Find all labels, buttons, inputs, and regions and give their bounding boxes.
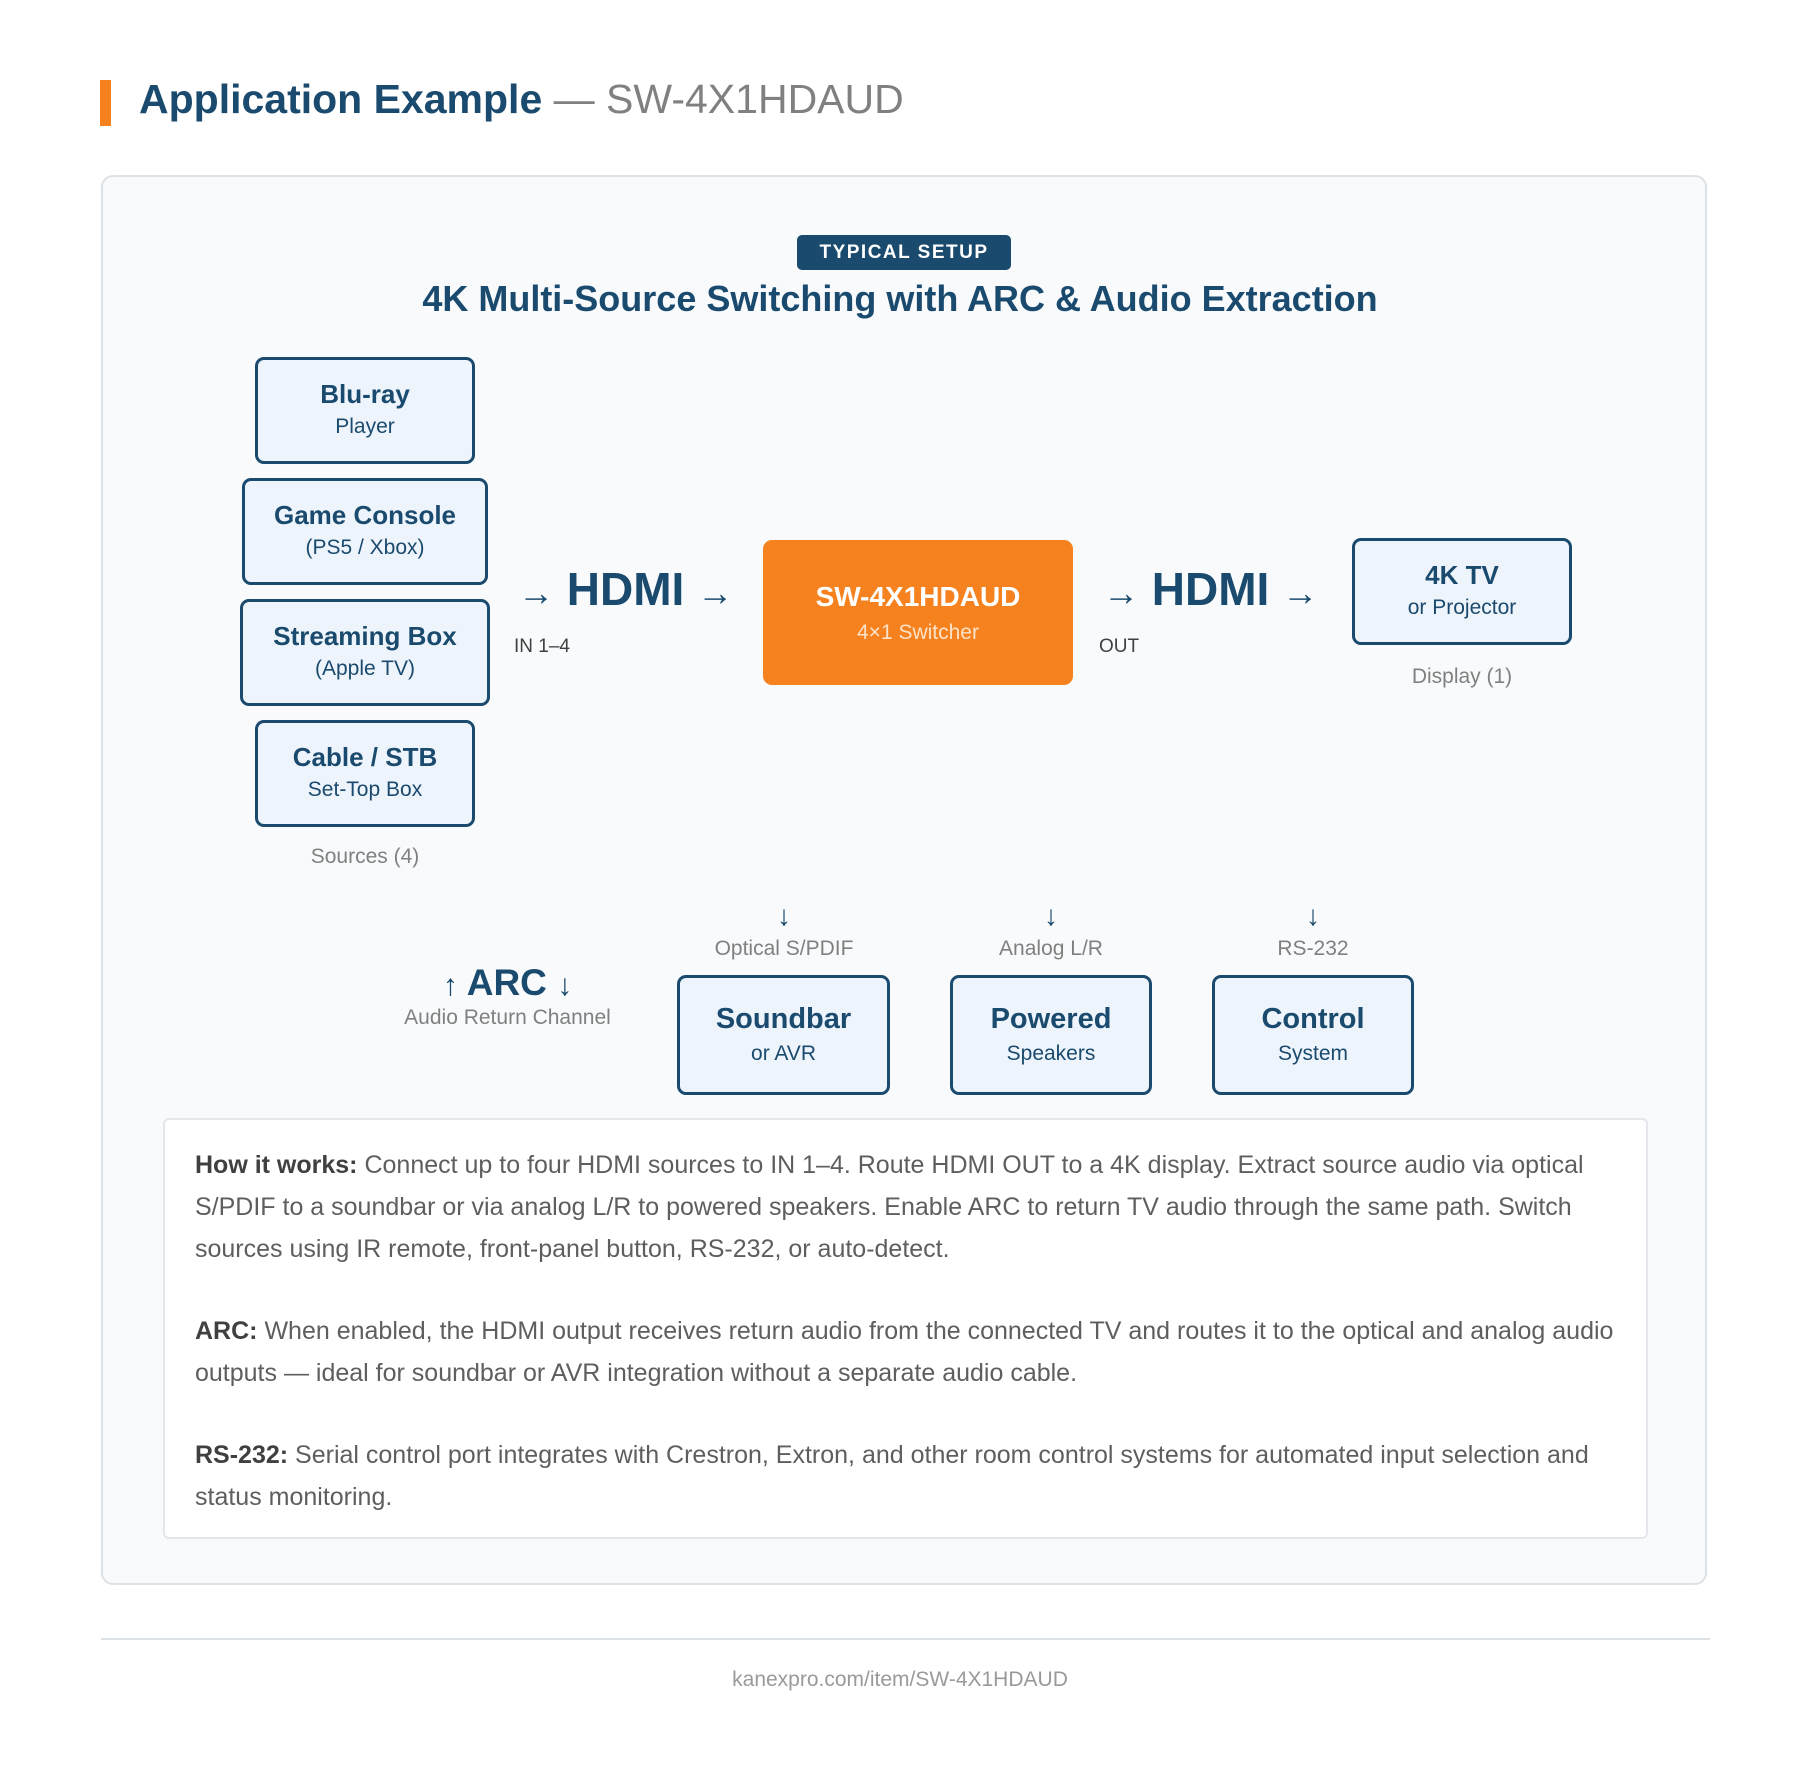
arc-label: ARC [466, 962, 547, 1003]
footer-url[interactable]: kanexpro.com/item/SW-4X1HDAUD [732, 1668, 1068, 1691]
output-hdmi-link: → HDMI → [1103, 562, 1318, 616]
arc-indicator: ↑ ARC ↓ Audio Return Channel [380, 962, 635, 1030]
source-game-console-box: Game Console (PS5 / Xbox) [242, 478, 488, 585]
note-how-it-works: How it works: Connect up to four HDMI so… [195, 1144, 1618, 1270]
source-cable-stb-box: Cable / STB Set-Top Box [255, 720, 475, 827]
diagram-title: 4K Multi-Source Switching with ARC & Aud… [422, 278, 1378, 319]
rs232-down-arrow-icon: ↓ [1306, 900, 1320, 931]
control-system-detail: System [1277, 1041, 1348, 1065]
switcher-model: SW-4X1HDAUD [815, 580, 1021, 612]
soundbar-name: Soundbar [715, 1002, 852, 1035]
switcher-type: 4×1 Switcher [857, 620, 979, 644]
output-port-label: OUT [1099, 636, 1140, 657]
note-rs232-text: Serial control port integrates with Cres… [195, 1441, 1589, 1511]
control-system-box: Control System [1212, 975, 1414, 1095]
display-detail: or Projector [1407, 596, 1517, 620]
input-port-label: IN 1–4 [514, 636, 570, 657]
output-arrow-right: → [1282, 572, 1319, 613]
input-hdmi-label: HDMI [566, 563, 685, 615]
page-title-model: — SW-4X1HDAUD [542, 76, 904, 122]
source-streaming-name: Streaming Box [273, 621, 457, 652]
source-bluray-name: Blu-ray [320, 379, 410, 410]
input-hdmi-link: → HDMI → [518, 562, 733, 616]
note-rs232-label: RS-232: [195, 1441, 289, 1469]
source-bluray-detail: Player [335, 415, 395, 439]
powered-speakers-box: Powered Speakers [950, 975, 1152, 1095]
powered-speakers-name: Powered [990, 1002, 1112, 1035]
note-how-it-works-text: Connect up to four HDMI sources to IN 1–… [195, 1151, 1584, 1263]
source-cable-stb-detail: Set-Top Box [307, 778, 423, 802]
note-how-it-works-label: How it works: [195, 1151, 358, 1179]
soundbar-box: Soundbar or AVR [677, 975, 890, 1095]
source-streaming-detail: (Apple TV) [315, 657, 415, 681]
note-arc-text: When enabled, the HDMI output receives r… [195, 1317, 1614, 1387]
display-name: 4K TV [1425, 560, 1499, 591]
input-arrow-right: → [697, 572, 734, 613]
output-arrow-left: → [1103, 572, 1139, 613]
note-arc: ARC: When enabled, the HDMI output recei… [195, 1310, 1618, 1394]
source-game-console-detail: (PS5 / Xbox) [305, 536, 425, 560]
note-arc-label: ARC: [195, 1317, 258, 1345]
typical-setup-badge: TYPICAL SETUP [797, 235, 1011, 270]
analog-port-label: Analog L/R [999, 937, 1103, 960]
sources-caption: Sources (4) [310, 845, 420, 868]
rs232-port-label: RS-232 [1277, 937, 1349, 960]
page-title: Application Example — SW-4X1HDAUD [139, 76, 904, 123]
optical-down-arrow-icon: ↓ [777, 900, 791, 931]
source-bluray-box: Blu-ray Player [255, 357, 475, 464]
display-box: 4K TV or Projector [1352, 538, 1572, 645]
control-system-name: Control [1261, 1002, 1365, 1035]
soundbar-detail: or AVR [751, 1041, 816, 1065]
input-arrow-left: → [518, 572, 554, 613]
page-title-main: Application Example [139, 76, 543, 122]
source-cable-stb-name: Cable / STB [292, 742, 438, 773]
optical-port-label: Optical S/PDIF [714, 937, 854, 960]
arc-up-arrow-icon: ↑ [442, 969, 458, 1002]
display-caption: Display (1) [1411, 665, 1513, 688]
note-rs232: RS-232: Serial control port integrates w… [195, 1434, 1618, 1518]
arc-down-arrow-icon: ↓ [557, 969, 573, 1002]
source-game-console-name: Game Console [273, 500, 457, 531]
arc-description: Audio Return Channel [404, 1006, 611, 1029]
switcher-box: SW-4X1HDAUD 4×1 Switcher [763, 540, 1073, 685]
source-streaming-box: Streaming Box (Apple TV) [240, 599, 490, 706]
title-accent-bar [100, 80, 111, 126]
footer-divider [101, 1638, 1710, 1640]
powered-speakers-detail: Speakers [1006, 1041, 1096, 1065]
analog-down-arrow-icon: ↓ [1044, 900, 1058, 931]
notes-box: How it works: Connect up to four HDMI so… [163, 1118, 1648, 1539]
output-hdmi-label: HDMI [1151, 563, 1270, 615]
